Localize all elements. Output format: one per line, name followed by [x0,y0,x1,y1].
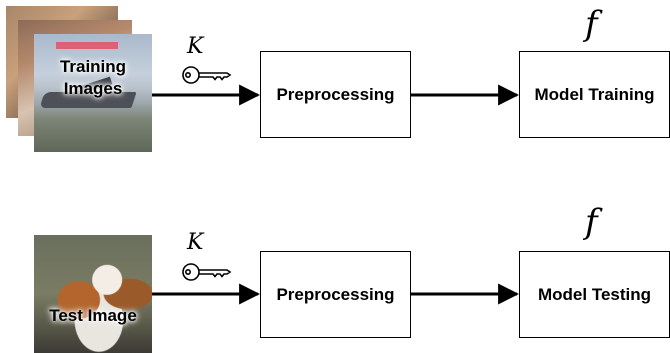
image-text-strip [56,42,118,49]
training-images-label-line1: Training [59,57,127,76]
training-image-thumb-front [34,34,152,152]
test-image-thumb [34,235,152,353]
training-images-label-line2: Images [63,79,123,98]
model-training-box: Model Training [519,51,670,138]
model-training-label: Model Training [534,84,655,104]
preprocessing-label-top: Preprocessing [276,84,395,104]
test-image-label: Test Image [49,306,137,325]
preprocessing-box-bottom: Preprocessing [260,251,411,338]
key-icon [182,263,232,281]
training-images-label: Training Images [34,56,152,100]
model-symbol-bottom: f [585,202,598,242]
key-icon [182,66,232,84]
key-symbol-bottom: K [187,230,204,255]
preprocessing-label-bottom: Preprocessing [276,284,395,304]
model-testing-label: Model Testing [537,284,651,304]
model-testing-box: Model Testing [519,251,670,338]
model-symbol-top: f [585,4,598,44]
preprocessing-box-top: Preprocessing [260,51,411,138]
key-symbol-top: K [187,34,204,59]
